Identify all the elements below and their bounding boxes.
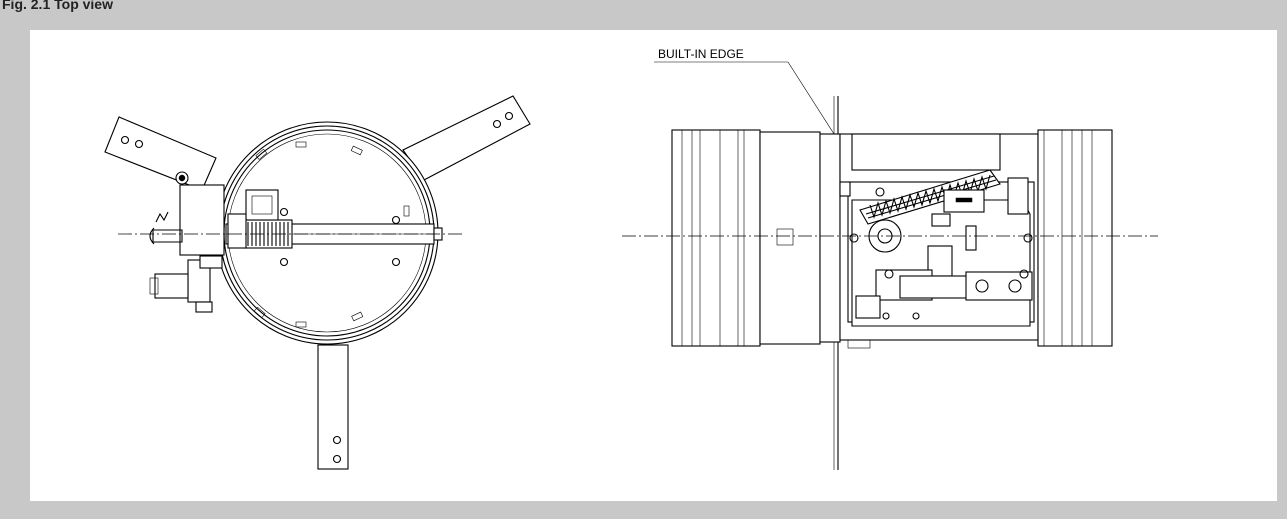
front-view	[104, 95, 531, 470]
built-in-edge-callout: BUILT-IN EDGE	[654, 47, 835, 135]
bracket-upper-right	[402, 95, 531, 181]
built-in-edge-label: BUILT-IN EDGE	[658, 47, 744, 61]
bracket-upper-left	[104, 116, 217, 191]
side-view	[622, 96, 1158, 470]
actuator-mechanism	[839, 133, 1035, 327]
rim-tabs	[253, 141, 410, 328]
square-inspection-port	[776, 228, 794, 246]
duct-section-left	[671, 129, 821, 347]
actuator-housing-front	[149, 171, 279, 313]
middle-casing	[819, 133, 841, 343]
bracket-bottom	[317, 344, 349, 470]
figure-header: Fig. 2.1 Top view	[2, 0, 113, 12]
